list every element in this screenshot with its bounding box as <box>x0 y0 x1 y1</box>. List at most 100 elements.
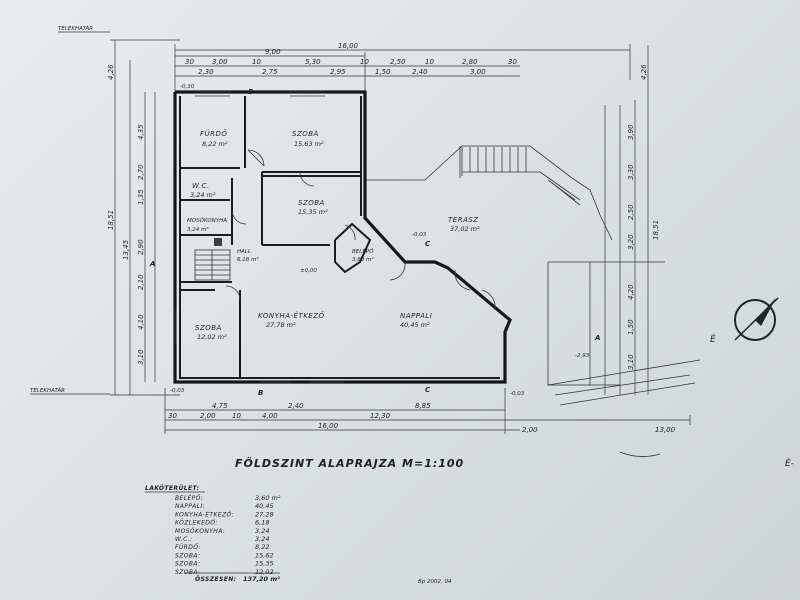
dim-bot-r2-4: 12,30 <box>370 412 391 420</box>
dim-top-r2-4: 10 <box>360 58 369 66</box>
legend-item-value: 6,18 <box>255 519 269 527</box>
dim-top-r2-3: 5,30 <box>305 58 321 66</box>
marker-a-left: A <box>149 260 155 268</box>
dim-top-r3-3: 1,50 <box>375 68 391 76</box>
room-labels: FÜRDŐ 8,22 m² SZOBA 15,63 m² W.C. 3,24 m… <box>187 129 480 341</box>
dim-left-4: 2,90 <box>137 239 145 255</box>
room-name-hall: HALL <box>237 249 251 255</box>
dim-top-r3-4: 2,40 <box>412 68 428 76</box>
legend-item-value: 8,22 <box>255 543 269 551</box>
room-name-szoba3: SZOBA <box>195 324 222 332</box>
dim-top-r2-6: 10 <box>425 58 434 66</box>
marker-a-right: A <box>594 334 600 342</box>
room-area-hall: 6,18 m² <box>237 256 259 263</box>
legend-item-value: 12,02 <box>255 568 274 576</box>
dim-top-r3-5: 3,00 <box>470 68 486 76</box>
marker-b-bottom: B <box>258 389 263 397</box>
marker-b-top: B <box>248 88 253 96</box>
dim-right-3: 2,50 <box>627 204 635 220</box>
legend-item-label: SZOBA: <box>175 561 200 568</box>
room-area-szoba1: 15,63 m² <box>294 140 324 148</box>
drawing-title: FÖLDSZINT ALAPRAJZA M=1:100 <box>235 456 464 470</box>
legend-total-value: 137,20 m² <box>243 575 280 583</box>
dim-right-6: 1,50 <box>627 319 635 335</box>
room-name-szoba1: SZOBA <box>292 130 319 138</box>
interior-staircase <box>194 238 231 281</box>
room-area-szoba3: 12,02 m² <box>197 333 227 341</box>
legend-item-label: SZOBA: <box>175 569 200 576</box>
north-arrow: É É- <box>619 297 794 469</box>
legend-item-label: KÖZLEKEDŐ: <box>175 520 218 527</box>
bottom-dimensions: 4,75 2,40 8,85 30 2,00 10 4,00 12,30 2,0… <box>164 388 691 434</box>
dim-top-r2-1: 3,00 <box>212 58 228 66</box>
room-name-furdo: FÜRDŐ <box>200 129 227 138</box>
dim-top-r3-0: 2,30 <box>198 68 214 76</box>
elevation-marks: -0,30 ±0,00 -0,03 -0,03 -0,03 -2,93 <box>170 84 590 397</box>
dim-bot-r2-3: 4,00 <box>262 412 278 420</box>
legend-item-label: NAPPALI: <box>175 503 205 510</box>
dim-top-r2-7: 2,80 <box>462 58 478 66</box>
dim-bot-r1-0: 4,75 <box>212 402 228 410</box>
ground-level-label-top: TELEKHATÁR <box>58 25 93 32</box>
dim-top-r2-2: 10 <box>252 58 261 66</box>
dim-bot-r1-1: 2,40 <box>288 402 304 410</box>
room-area-konyha: 27,78 m² <box>266 321 296 329</box>
legend-item-label: FÜRDŐ: <box>175 544 201 551</box>
room-name-nappali: NAPPALI <box>400 312 432 320</box>
legend-item-label: SZOBA: <box>175 552 200 559</box>
legend-item-label: W.C.: <box>175 536 192 543</box>
dim-bot-r1-2: 8,85 <box>415 402 431 410</box>
dim-bottom-overall: 16,00 <box>318 422 339 430</box>
right-dimensions: 4,26 3,90 3,30 2,50 3,20 4,20 1,50 3,10 … <box>604 45 660 395</box>
area-legend: LAKÓTERÜLET: BELÉPŐ:3,60 m²NAPPALI:40,45… <box>145 485 281 583</box>
door-swings <box>225 149 496 311</box>
elev-1: ±0,00 <box>300 268 317 274</box>
drawing-date: Bp 2002. 04 <box>418 579 452 585</box>
elev-5: -2,93 <box>575 353 590 359</box>
compass-label: É <box>710 333 716 345</box>
dim-right-0: 4,26 <box>640 64 648 80</box>
marker-c-bottom: C <box>425 386 431 394</box>
dim-top-r2-8: 30 <box>508 58 517 66</box>
dim-top-upper: 9,00 <box>265 48 281 56</box>
elev-2: -0,03 <box>412 232 427 238</box>
legend-item-value: 3,60 m² <box>255 494 281 502</box>
room-area-furdo: 8,22 m² <box>202 140 228 148</box>
dim-left-0: 4,26 <box>107 64 115 80</box>
legend-item-value: 3,24 <box>255 527 269 535</box>
dim-right-4: 3,20 <box>627 234 635 250</box>
room-name-belepo: BELÉPŐ <box>352 247 374 255</box>
terrace-stairs <box>462 147 581 206</box>
dim-top-r2-5: 2,50 <box>390 58 406 66</box>
elev-4: -0,03 <box>510 391 525 397</box>
legend-item-value: 15,35 <box>255 560 274 568</box>
dim-right-1: 3,90 <box>627 124 635 140</box>
dim-left-9: 13,45 <box>122 239 130 260</box>
legend-item-value: 27,28 <box>255 510 274 518</box>
room-name-konyha: KONYHA-ÉTKEZŐ <box>258 311 325 320</box>
elev-0: -0,30 <box>180 84 195 90</box>
legend-heading: LAKÓTERÜLET: <box>145 485 199 492</box>
dim-right-8: 18,51 <box>652 220 660 240</box>
left-dimensions: 4,26 4,35 2,70 1,35 2,90 2,10 4,10 3,10 … <box>107 39 180 396</box>
legend-item-label: BELÉPŐ: <box>175 494 203 502</box>
legend-item-value: 15,62 <box>255 551 274 559</box>
room-name-mosdo: MOSÓKONYHA <box>187 217 227 224</box>
dim-left-6: 4,10 <box>137 314 145 330</box>
room-area-belepo: 3,60 m² <box>352 256 374 263</box>
dim-top-r3-2: 2,95 <box>330 68 346 76</box>
room-area-szoba2: 15,35 m² <box>298 208 328 216</box>
dim-bot-r2-1: 2,00 <box>200 412 216 420</box>
dim-left-7: 3,10 <box>137 349 145 365</box>
elev-3: -0,03 <box>170 388 185 394</box>
marker-c-top: C <box>425 240 431 248</box>
dim-right-5: 4,20 <box>627 284 635 300</box>
compass-label-edge: É- <box>785 457 794 469</box>
room-area-terasz: 37,02 m² <box>450 225 480 233</box>
room-name-szoba2: SZOBA <box>298 199 325 207</box>
terrace-area <box>365 145 701 406</box>
room-area-wc: 3,24 m² <box>190 191 216 199</box>
dim-top-r3-1: 2,75 <box>262 68 278 76</box>
